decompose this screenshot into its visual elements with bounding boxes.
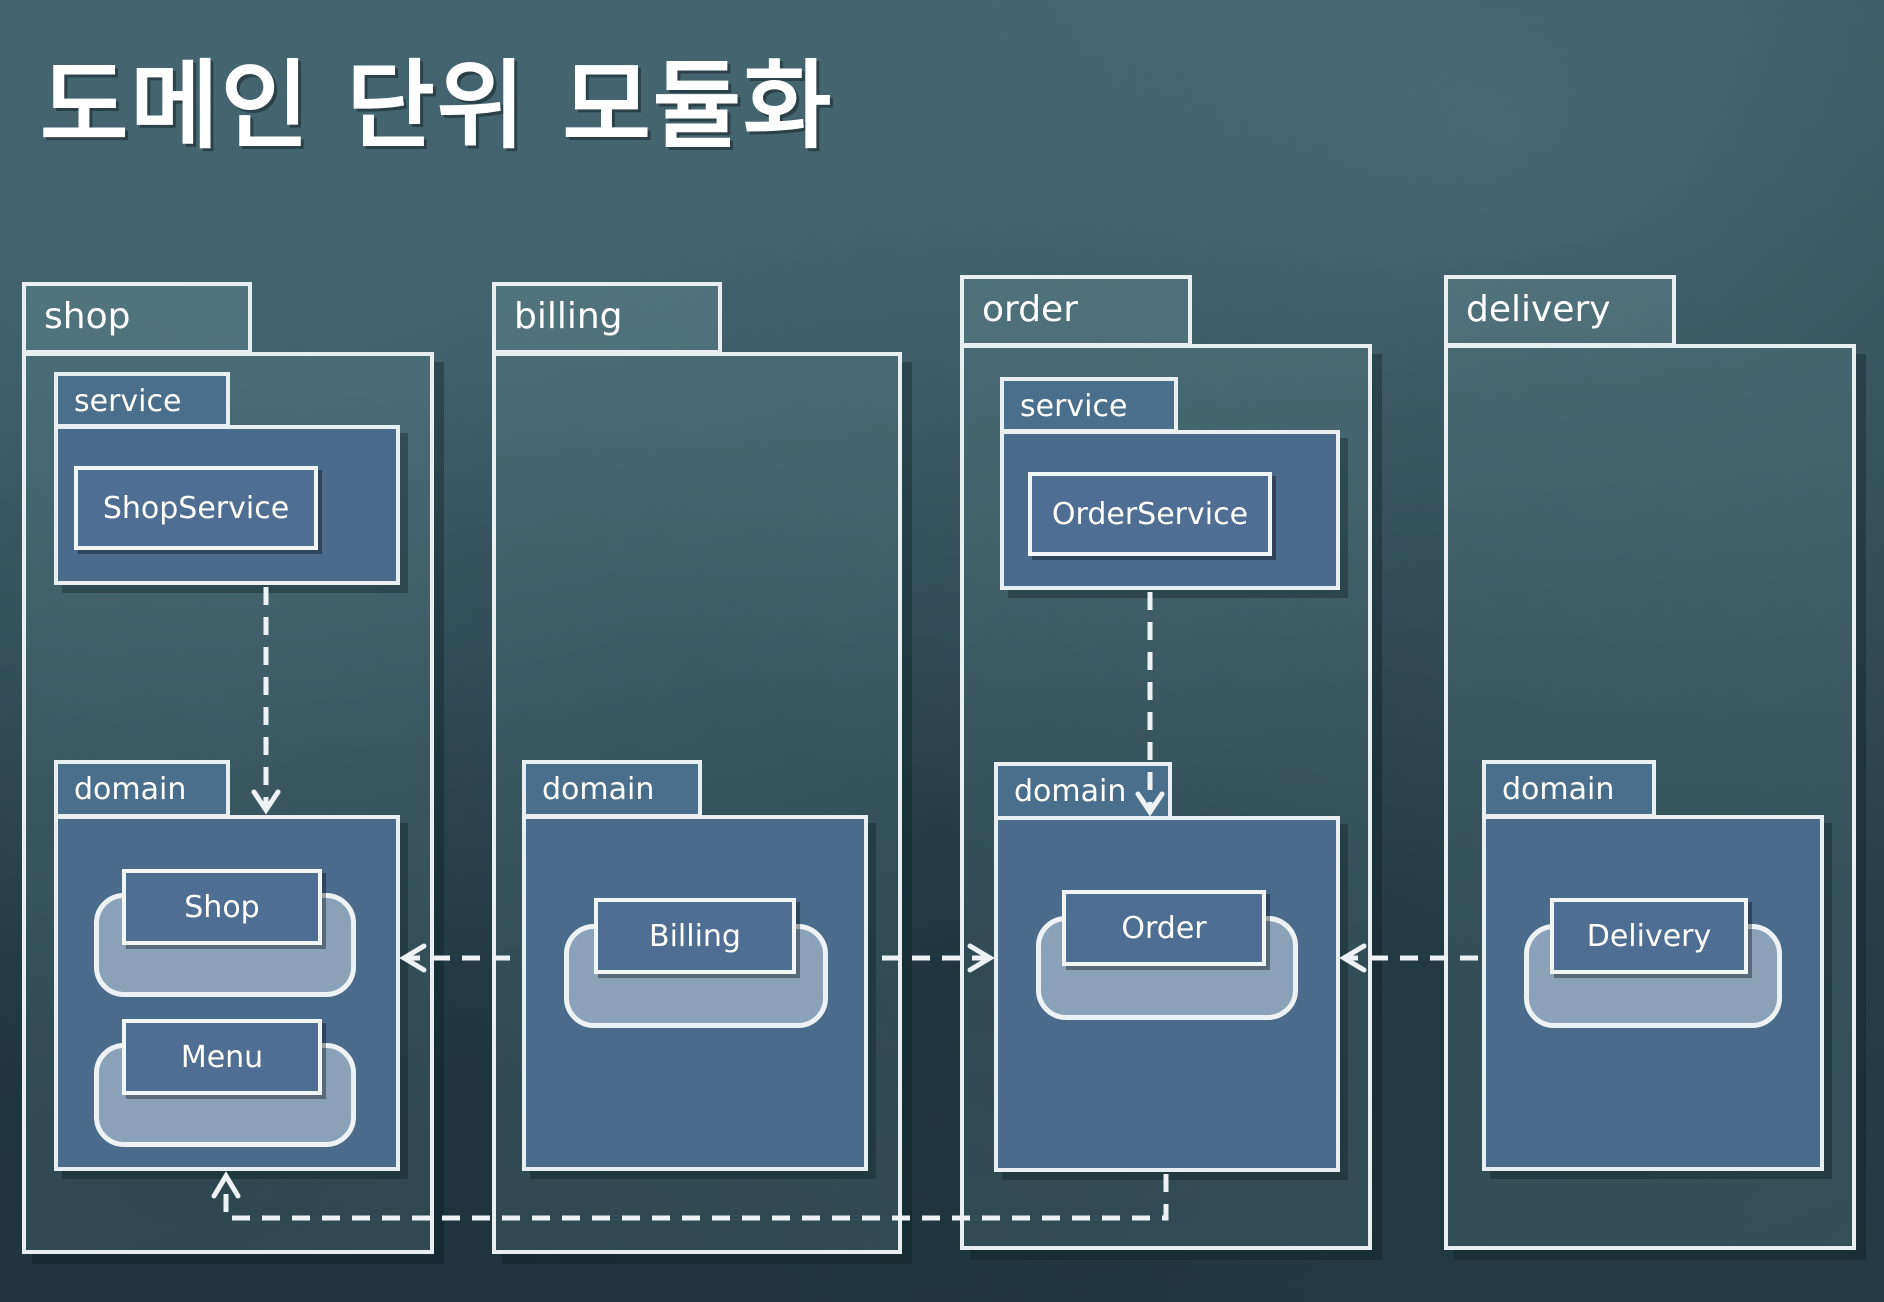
shop-service-class[interactable]: ShopService	[74, 466, 318, 550]
arrowhead-shop-right	[399, 943, 427, 973]
order-domain-tab: domain	[994, 762, 1172, 820]
arrow-order-to-shop	[223, 1174, 1169, 1221]
shop-entity[interactable]: Shop	[122, 869, 322, 945]
arrowhead-order-right	[1339, 943, 1367, 973]
shop-service-tab: service	[54, 372, 230, 428]
package-tab-shop: shop	[22, 282, 252, 354]
arrowhead-order-left	[967, 943, 995, 973]
delivery-entity[interactable]: Delivery	[1550, 898, 1748, 974]
billing-entity[interactable]: Billing	[594, 898, 796, 974]
menu-entity[interactable]: Menu	[122, 1019, 322, 1095]
package-tab-order: order	[960, 275, 1192, 347]
arrowhead-shop-domain-top	[251, 789, 281, 815]
order-entity[interactable]: Order	[1062, 890, 1266, 966]
page-title: 도메인 단위 모듈화	[40, 50, 834, 162]
arrowhead-order-domain-top	[1135, 791, 1165, 817]
order-service-class[interactable]: OrderService	[1028, 472, 1272, 556]
arrowhead-shop-bottom	[211, 1171, 241, 1199]
